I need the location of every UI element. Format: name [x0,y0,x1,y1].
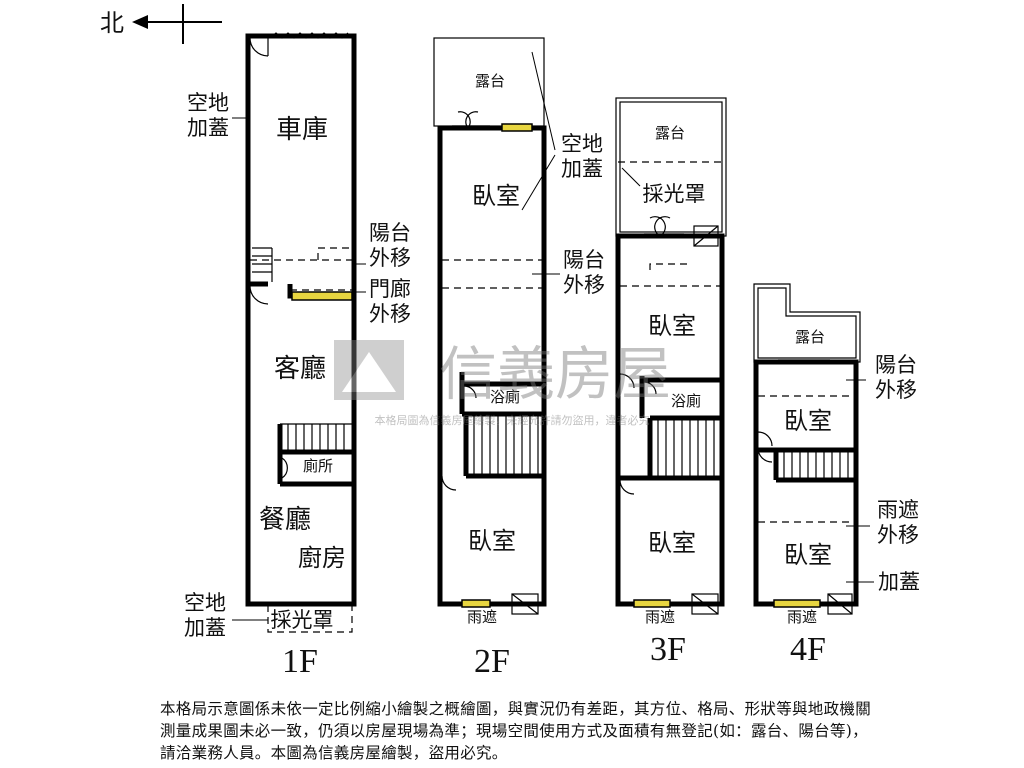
watermark-brand: 信義房屋 [439,340,671,408]
3f-bedroom-top: 臥室 [648,312,696,340]
1f-note-porch-shift: 門廊外移 [369,277,411,326]
1f-dining: 餐廳 [259,505,311,535]
2f-canopy: 雨遮 [467,608,497,626]
1f-skylight: 採光罩 [271,608,334,632]
watermark: 信義房屋 本格局圖為信義房屋繪製，未經允許請勿盜用，違者必究 [334,340,671,427]
1f-note-void-top: 空地加蓋 [187,91,229,140]
1f-note-balcony-shift: 陽台外移 [369,221,411,270]
north-label: 北 [100,9,124,37]
watermark-line: 本格局圖為信義房屋繪製，未經允許請勿盜用，違者必究 [375,413,650,427]
1f-staircase [277,423,352,484]
4f-floor-label: 4F [790,631,826,668]
1f-kitchen: 廚房 [298,544,346,572]
4f-terrace-outline [753,283,861,363]
3f-skylight: 採光罩 [643,182,706,206]
north-arrow: 北 [100,4,222,44]
1f-garage-door [269,32,349,39]
floor-2f: 露台 臥室 浴廁 臥室 雨遮 2F 空地加蓋 陽台外移 [433,37,605,680]
1f-note-void-bottom: 空地加蓋 [184,591,226,640]
3f-staircase [647,418,715,478]
3f-bath: 浴廁 [671,392,701,410]
2f-floor-label: 2F [474,643,510,680]
1f-steps [252,247,273,282]
4f-staircase [773,450,849,480]
1f-window [291,291,353,301]
3f-terrace-outline [615,97,727,237]
4f-note-canopy-shift: 雨遮外移 [877,498,919,547]
4f-terrace: 露台 [795,328,825,346]
brand-logo-icon [334,340,404,400]
floor-4f: 露台 臥室 臥室 雨遮 4F 陽台外移 雨遮外移 加蓋 [753,283,920,668]
1f-toilet: 廁所 [303,457,333,475]
3f-canopy: 雨遮 [645,608,675,626]
1f-garage: 車庫 [276,115,328,145]
4f-canopy: 雨遮 [787,608,817,626]
2f-bedroom-bottom: 臥室 [468,527,516,555]
2f-outer-wall [437,125,547,607]
2f-note-void: 空地加蓋 [561,132,603,181]
4f-note-balcony-shift: 陽台外移 [875,353,917,402]
1f-floor-label: 1F [282,643,318,680]
2f-staircase [463,414,539,476]
1f-living: 客廳 [274,354,326,384]
2f-bath: 浴廁 [490,388,520,406]
2f-note-balcony-shift: 陽台外移 [563,248,605,297]
floor-1f: 車庫 客廳 廁所 餐廳 廚房 1F 空地加蓋 陽台外移 門廊外移 空地加蓋 採光… [184,32,411,680]
3f-bedroom-bottom: 臥室 [648,529,696,557]
2f-bedroom-top: 臥室 [472,182,520,210]
floor-3f: 露台 採光罩 臥室 浴廁 臥室 雨遮 3F [615,97,727,668]
3f-floor-label: 3F [650,631,686,668]
4f-bedroom-bottom: 臥室 [784,541,832,569]
1f-door-swing [249,37,269,57]
4f-bedroom-top: 臥室 [784,407,832,435]
4f-note-addition: 加蓋 [878,570,920,594]
disclaimer-text: 本格局示意圖係未依一定比例縮小繪製之概繪圖，與實況仍有差距，其方位、格局、形狀等… [160,700,872,762]
2f-terrace: 露台 [475,72,505,90]
3f-terrace: 露台 [655,124,685,142]
